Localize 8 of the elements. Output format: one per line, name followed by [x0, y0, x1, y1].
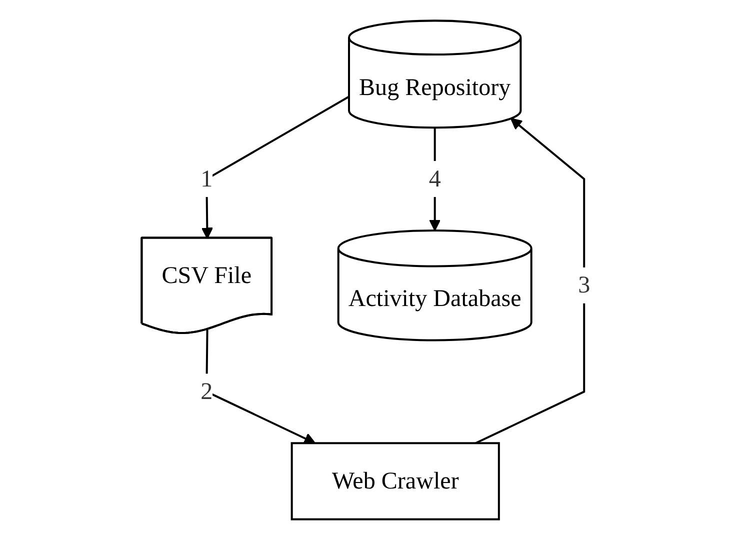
- arrow: [201, 96, 350, 239]
- process-box: Web Crawler: [290, 442, 500, 520]
- arrow: [475, 118, 586, 444]
- edge-label: 3: [578, 267, 590, 304]
- database-cylinder: Bug Repository: [348, 20, 522, 129]
- document-shape: CSV File: [140, 236, 273, 334]
- database-cylinder: Activity Database: [337, 229, 532, 342]
- edge-label: 4: [428, 160, 441, 198]
